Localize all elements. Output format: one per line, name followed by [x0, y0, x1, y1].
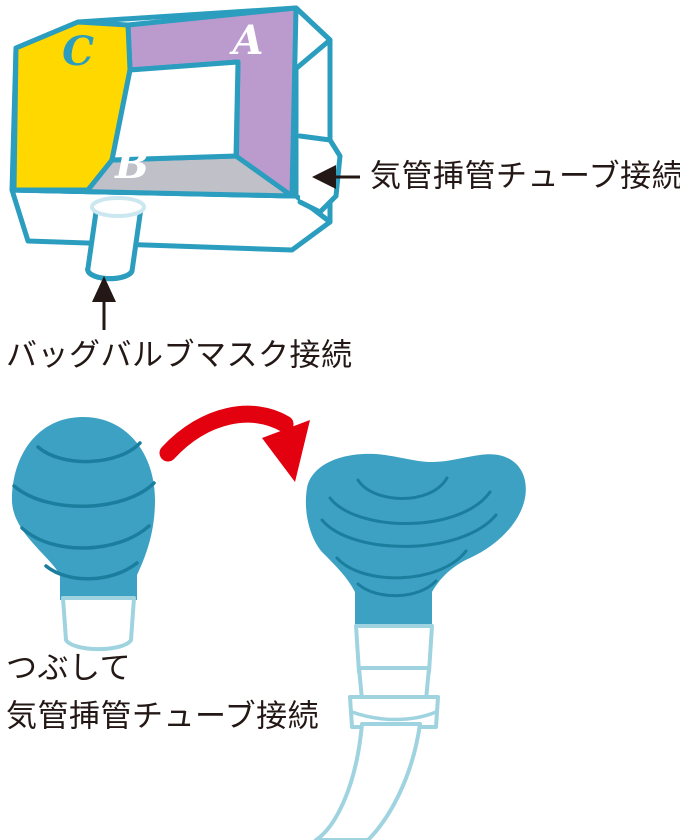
squeezed-rib-4 — [335, 549, 468, 580]
bottom-port-label: バッグバルブマスク接続 — [6, 338, 353, 374]
bulb-neck-squeezed — [355, 588, 432, 628]
squeezed-rib-5 — [356, 579, 438, 598]
tube-collar-upper — [354, 624, 434, 674]
bulb-outline-squeezed — [305, 453, 526, 625]
caption-line-1: つぶして — [6, 651, 131, 687]
breathing-tube — [314, 722, 422, 840]
caption-line-2: 気管挿管チューブ接続 — [6, 699, 319, 735]
callout-bottom-port: バッグバルブマスク接続 — [6, 276, 353, 374]
side-port-label: 気管挿管チューブ接続 — [370, 159, 680, 195]
block-inner-cavity — [109, 59, 241, 163]
bulb-rib-2 — [12, 481, 156, 509]
face-label-b: B — [114, 141, 149, 188]
compressed-bulb-group — [305, 453, 526, 840]
action-arrow-head-icon — [262, 420, 310, 482]
bulb-collar-inflated — [61, 596, 136, 652]
bulb-rib-1 — [36, 441, 142, 464]
uncompressed-bulb-group — [12, 417, 156, 652]
bulb-body-inflated — [12, 417, 155, 600]
bulb-rib-3 — [20, 524, 151, 550]
squeeze-action-arrow — [159, 405, 310, 482]
bottom-port-outlet — [85, 196, 146, 282]
connector-block-group: A B C — [9, 5, 343, 282]
side-port-arrowhead-icon — [312, 165, 336, 189]
tube-flange-seam — [351, 710, 437, 722]
squeezed-rib-2 — [328, 490, 492, 525]
callout-side-port: 気管挿管チューブ接続 — [312, 159, 680, 195]
bulb-sequence-caption: つぶして 気管挿管チューブ接続 — [6, 651, 319, 735]
bulb-rib-4 — [44, 561, 139, 581]
face-label-c: C — [62, 28, 94, 75]
squeezed-rib-3 — [320, 513, 498, 548]
squeezed-rib-1 — [356, 476, 449, 500]
action-arrow-shaft — [159, 405, 294, 462]
block-front-face — [9, 187, 333, 253]
face-label-a: A — [228, 17, 263, 64]
bottom-port-arrowhead-icon — [92, 276, 116, 302]
